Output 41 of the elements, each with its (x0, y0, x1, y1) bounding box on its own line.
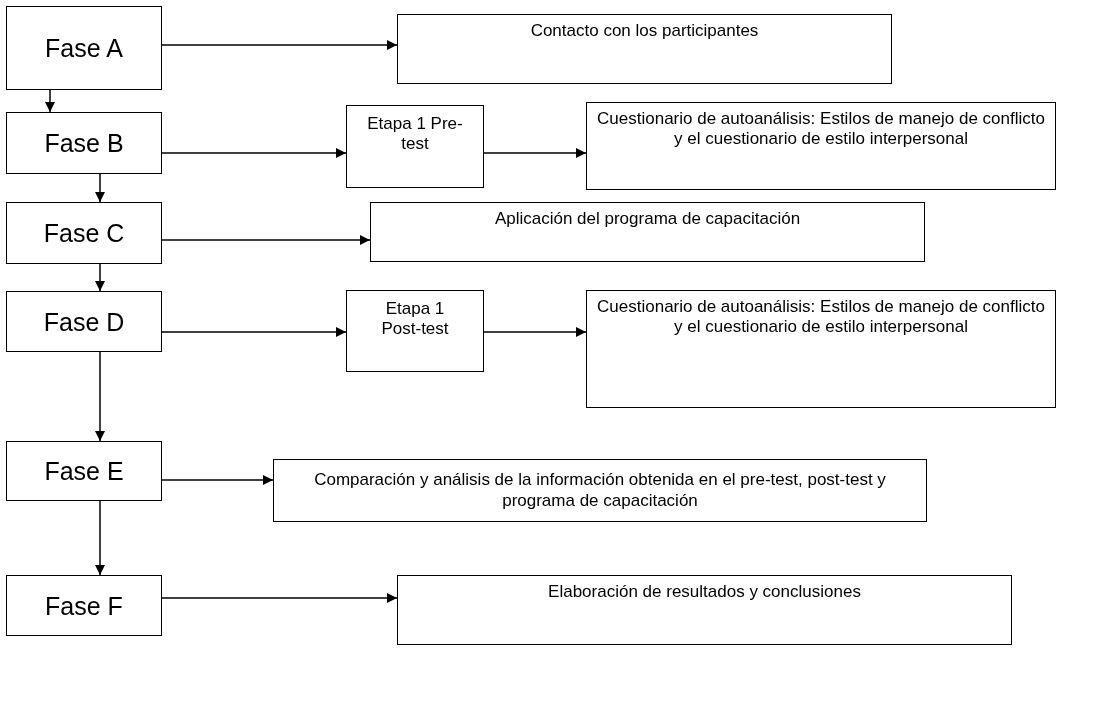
phase-box (6, 291, 162, 352)
arrow (95, 263, 105, 292)
arrow (95, 173, 105, 203)
box-label: Elaboración de resultados y conclusiones (548, 582, 861, 603)
box-label: Contacto con los participantes (530, 21, 759, 42)
box-label: Etapa 1 Pre-test (367, 114, 463, 155)
arrow (483, 148, 587, 158)
arrow (45, 89, 55, 113)
phase-box (6, 441, 162, 501)
box-label: Comparación y análisis de la información obtenida en el pre-test, post-test y programa de capacitación (313, 470, 887, 511)
arrow (161, 327, 347, 337)
box-label: Cuestionario de autoanálisis: Estilos de manejo de conflicto y el cuestionario de estilo interpersonal (596, 297, 1046, 338)
box-label: Fase D (43, 306, 125, 337)
arrow (161, 593, 398, 603)
phase-box (6, 202, 162, 264)
arrow (161, 235, 371, 245)
box-label: Fase A (45, 33, 123, 63)
arrow (161, 40, 398, 50)
box-label: Cuestionario de autoanálisis: Estilos de manejo de conflicto y el cuestionario de estilo interpersonal (596, 109, 1046, 150)
box-label: Fase C (43, 218, 125, 248)
box-label: Etapa 1 Post-test (380, 299, 450, 340)
phase-box (6, 575, 162, 636)
process-box (273, 459, 927, 522)
phase-box (6, 112, 162, 174)
process-box (586, 102, 1056, 190)
arrow (161, 148, 347, 158)
process-box (370, 202, 925, 262)
arrow (95, 500, 105, 576)
process-box (397, 575, 1012, 645)
box-label: Fase E (44, 456, 124, 486)
process-box (346, 290, 484, 372)
box-label: Aplicación del programa de capacitación (494, 209, 801, 230)
box-label: Fase B (44, 128, 124, 158)
arrow (161, 475, 274, 485)
arrow (483, 327, 587, 337)
process-box (397, 14, 892, 84)
phase-box (6, 6, 162, 90)
box-label: Fase F (45, 590, 123, 621)
process-box (346, 105, 484, 188)
arrow (95, 351, 105, 442)
process-box (586, 290, 1056, 408)
